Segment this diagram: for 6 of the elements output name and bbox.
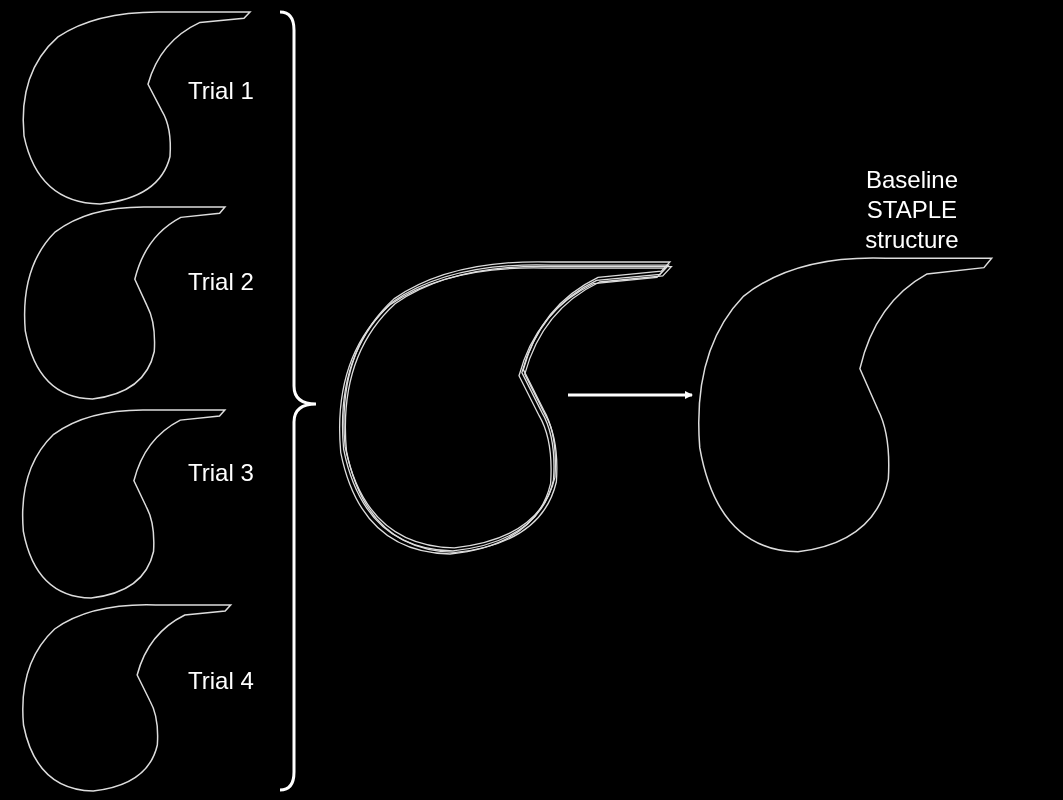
structure-label: Baseline STAPLE structure	[864, 165, 960, 255]
trial-label: Trial 2	[188, 267, 254, 297]
trial-label: Trial 3	[188, 458, 254, 488]
trial-label: Trial 1	[188, 76, 254, 106]
trial-label: Trial 4	[188, 666, 254, 696]
arrow	[568, 391, 693, 399]
